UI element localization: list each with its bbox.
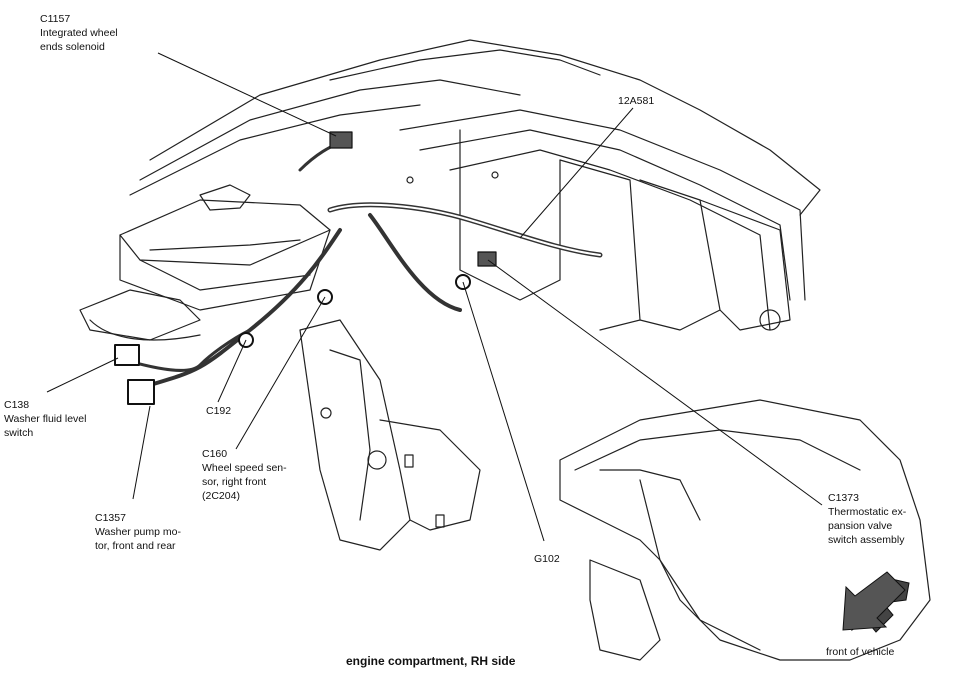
label-g102-code: G102: [534, 553, 560, 565]
label-c138-code: C138: [4, 399, 30, 411]
label-c1357-code: C1357: [95, 512, 126, 524]
fender-lip: [599, 469, 701, 521]
label-c1373: C1373 Thermostatic ex- pansion valve swi…: [828, 491, 906, 547]
leader-c1357: [132, 405, 151, 500]
front-of-vehicle-label: front of vehicle: [826, 646, 895, 658]
fender-inner: [639, 479, 761, 651]
wheel-well-arc: [574, 429, 861, 471]
label-c1157-desc: Integrated wheel ends solenoid: [40, 27, 118, 53]
label-g102: G102: [534, 552, 560, 566]
apron-lower: [379, 419, 481, 531]
label-c1157: C1157 Integrated wheel ends solenoid: [40, 12, 118, 54]
frame-panel: [459, 129, 561, 301]
hood-outline: [149, 39, 821, 216]
leader-c1373: [487, 259, 823, 506]
frame-rail-top: [399, 109, 806, 301]
intake-tube: [79, 289, 201, 341]
support-brace: [699, 199, 791, 331]
frame-rail-mid: [419, 129, 791, 301]
bolt: [320, 407, 332, 419]
leader-c160: [235, 296, 326, 450]
frame-panel-2: [559, 159, 641, 331]
strut-panel: [589, 559, 661, 661]
harness-branch-1: [368, 213, 462, 312]
label-c192-code: C192: [206, 405, 232, 417]
frame-rail-lower: [449, 149, 771, 331]
reservoir-body: [119, 229, 331, 311]
cowl-edge: [139, 79, 521, 181]
reservoir-cap: [199, 184, 251, 211]
apron-left: [299, 319, 411, 551]
label-c1373-code: C1373: [828, 492, 859, 504]
diagram-caption: engine compartment, RH side: [346, 654, 516, 668]
label-c1357: C1357 Washer pump mo- tor, front and rea…: [95, 511, 181, 553]
harness-branch-2: [148, 228, 342, 387]
bolt: [759, 309, 781, 331]
harness-branch-4: [123, 328, 252, 372]
label-12a581-code: 12A581: [618, 95, 655, 107]
reservoir-front: [139, 259, 311, 291]
fender-body: [559, 399, 931, 661]
c1357-connector: [127, 379, 155, 405]
slot: [435, 514, 445, 528]
leader-c138: [46, 357, 119, 393]
harness-inner: [329, 203, 601, 256]
label-c1373-desc: Thermostatic ex- pansion valve switch as…: [828, 506, 907, 546]
label-12a581: 12A581: [618, 94, 654, 108]
c138-connector: [114, 344, 140, 366]
front-arrow-shape: [842, 571, 906, 631]
bolt: [406, 176, 414, 184]
fender-upper: [329, 49, 601, 81]
reservoir-detail: [149, 239, 301, 251]
label-c160: C160 Wheel speed sen- sor, right front (…: [202, 447, 287, 503]
leader-c192: [217, 339, 247, 403]
leader-12a581: [519, 107, 634, 239]
slot: [404, 454, 414, 468]
label-c192: C192: [206, 404, 231, 418]
label-c160-code: C160: [202, 448, 228, 460]
bolt: [491, 171, 499, 179]
label-c1157-code: C1157: [40, 13, 71, 25]
hose-left: [89, 319, 201, 341]
cowl-edge-2: [129, 104, 421, 196]
label-c160-desc: Wheel speed sen- sor, right front (2C204…: [202, 462, 287, 502]
apron-inner: [329, 349, 371, 521]
bolt: [367, 450, 387, 470]
reservoir-top: [119, 199, 331, 266]
label-c1357-desc: Washer pump mo- tor, front and rear: [95, 526, 181, 552]
label-c138: C138 Washer fluid level switch: [4, 398, 86, 440]
leader-g102: [462, 281, 545, 542]
leader-c1157: [157, 52, 337, 137]
label-c138-desc: Washer fluid level switch: [4, 413, 87, 439]
